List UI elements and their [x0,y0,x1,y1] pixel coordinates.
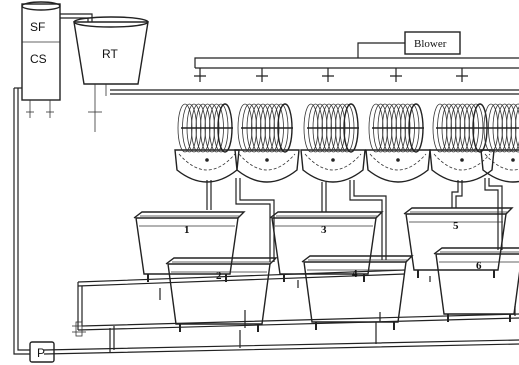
blower: Blower [404,31,461,55]
pipe-contactor-drain-6 [484,178,503,250]
pipe-left-return [13,88,30,355]
culture-tank-label: 4 [352,268,358,280]
rotating-contactor-2 [234,103,300,183]
pipe-contactor-drain-3 [321,182,327,212]
pipe-contactor-drain-5 [451,180,463,208]
rotating-contactor-1 [174,103,240,183]
culture-tank-6: 6 [433,247,519,322]
sand-filter-label: SF [30,20,45,34]
culture-tank-2: 2 [165,257,278,332]
blower-label: Blower [414,38,447,50]
rotating-contactor-4 [365,103,431,183]
culture-tank-1: 1 [133,211,246,282]
floor-manifold [43,269,519,355]
rotating-contactor-3 [300,103,366,183]
culture-tank-label: 1 [184,224,190,236]
rotating-contactor-5 [429,103,495,183]
culture-tanks: 1 2 3 4 5 6 [133,207,519,332]
reservoir-tank-label: RT [102,47,118,61]
culture-tank-3: 3 [269,211,384,282]
rotating-contactors [174,103,519,183]
valve-icon [72,321,86,337]
air-manifold [194,42,519,82]
pump-label: P [37,346,45,360]
rotating-contactor-6 [480,103,519,183]
culture-tank-5: 5 [403,207,514,278]
pipe-contactor-drain-2 [235,178,275,262]
culture-tank-label: 6 [476,260,482,272]
sand-filter-column: SF CS [21,1,61,118]
culture-tank-4: 4 [301,255,414,330]
culture-tank-label: 5 [453,220,459,232]
sand-filter-bottom-label: CS [30,52,47,66]
pipe-contactor-drain-4 [349,180,387,260]
reservoir-tank: RT [73,16,149,132]
pump: P [29,341,55,363]
culture-tank-label: 3 [321,224,327,236]
pipe-contactor-drain-1 [206,180,212,210]
culture-tank-label: 2 [216,270,222,282]
pipe-rt-to-contactors [110,89,519,95]
